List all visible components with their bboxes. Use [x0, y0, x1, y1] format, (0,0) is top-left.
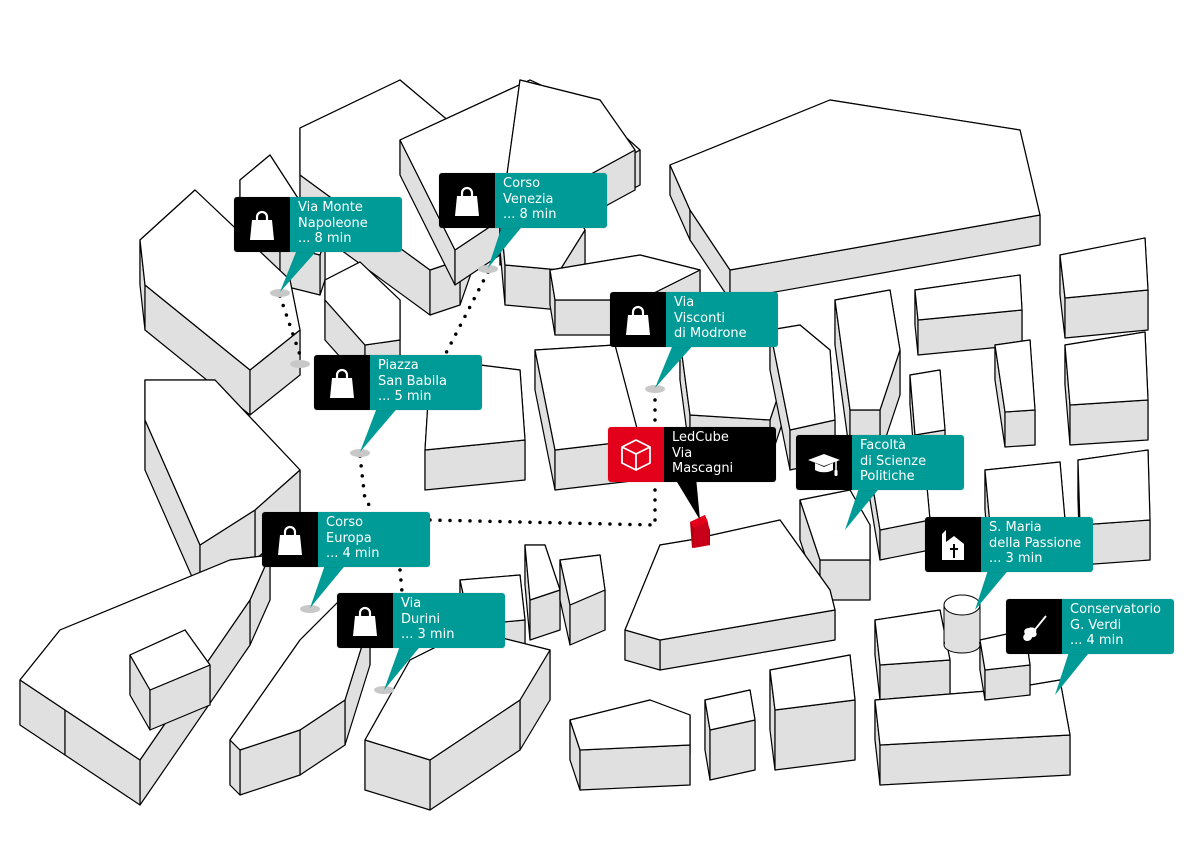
- walking-time: ... 3 min: [401, 627, 455, 642]
- building: [834, 289, 901, 456]
- violin-icon: [1006, 599, 1062, 654]
- walking-time: ... 8 min: [298, 231, 352, 246]
- place-name: Via Monte Napoleone: [298, 200, 368, 231]
- walking-time: ... 4 min: [326, 546, 380, 561]
- place-label-via-monte-napoleone[interactable]: Via Monte Napoleone ... 8 min: [234, 197, 402, 252]
- graduation-cap-icon: [796, 435, 852, 490]
- building: [524, 544, 561, 641]
- label-pointer: [310, 562, 348, 608]
- location-spot: [270, 289, 290, 297]
- shopping-bag-icon: [234, 197, 290, 252]
- building: [19, 554, 271, 806]
- location-spot: [350, 449, 370, 457]
- place-name: Via Visconti di Modrone: [674, 295, 747, 341]
- ledcube-building: [690, 515, 710, 548]
- building: [139, 189, 301, 416]
- label-pointer: [674, 477, 700, 520]
- building: [1059, 237, 1149, 339]
- walking-time: ... 3 min: [989, 551, 1043, 566]
- shopping-bag-icon: [262, 512, 318, 567]
- walking-route: [358, 454, 377, 514]
- place-name: LedCube Via Mascagni: [672, 430, 734, 476]
- location-spot: [478, 265, 498, 273]
- building: [994, 339, 1036, 448]
- label-pointer: [384, 643, 423, 690]
- building: [534, 344, 641, 491]
- walking-route: [278, 294, 302, 357]
- label-pointer: [1055, 649, 1092, 695]
- cube-icon: [608, 427, 664, 482]
- label-pointer: [360, 405, 400, 452]
- walking-time: ... 8 min: [503, 207, 557, 222]
- place-name: Via Durini: [401, 596, 441, 627]
- location-spot: [290, 360, 310, 368]
- building: [1064, 331, 1149, 446]
- place-name: Conservatorio G. Verdi: [1070, 602, 1162, 633]
- place-name: Facoltà di Scienze Politiche: [860, 438, 927, 484]
- place-label-corso-europa[interactable]: Corso Europa ... 4 min: [262, 512, 430, 567]
- walking-route: [398, 568, 404, 594]
- building: [704, 689, 756, 781]
- shopping-bag-icon: [314, 355, 370, 410]
- label-pointer: [488, 223, 525, 268]
- walking-time: ... 5 min: [378, 389, 432, 404]
- place-name: S. Maria della Passione: [989, 520, 1082, 551]
- place-label-s-maria-della-passione[interactable]: S. Maria della Passione ... 3 min: [925, 517, 1093, 572]
- place-label-corso-venezia[interactable]: Corso Venezia ... 8 min: [439, 173, 607, 228]
- church-icon: [925, 517, 981, 572]
- location-spot: [300, 605, 320, 613]
- building: [874, 609, 951, 701]
- place-name: Corso Venezia: [503, 176, 554, 207]
- label-pointer: [280, 247, 320, 292]
- building: [559, 554, 606, 646]
- shopping-bag-icon: [337, 593, 393, 648]
- building: [129, 629, 211, 731]
- place-name: Piazza San Babila: [378, 358, 447, 389]
- building: [669, 99, 1041, 301]
- location-spot: [645, 385, 665, 393]
- building: [624, 519, 836, 671]
- place-label-piazza-san-babila[interactable]: Piazza San Babila ... 5 min: [314, 355, 482, 410]
- building: [364, 629, 551, 811]
- building: [569, 699, 691, 791]
- label-pointer: [655, 342, 696, 388]
- shopping-bag-icon: [439, 173, 495, 228]
- place-label-via-durini[interactable]: Via Durini ... 3 min: [337, 593, 505, 648]
- church-tower: [943, 594, 981, 654]
- label-pointer: [845, 485, 882, 530]
- walking-time: ... 4 min: [1070, 633, 1124, 648]
- place-label-ledcube[interactable]: LedCube Via Mascagni: [608, 427, 776, 482]
- place-label-via-visconti-di-modrone[interactable]: Via Visconti di Modrone: [610, 292, 778, 347]
- building: [144, 379, 301, 596]
- building: [799, 489, 871, 601]
- building: [229, 599, 371, 796]
- building: [769, 654, 856, 771]
- place-name: Corso Europa: [326, 515, 372, 546]
- shopping-bag-icon: [610, 292, 666, 347]
- place-label-conservatorio-g-verdi[interactable]: Conservatorio G. Verdi ... 4 min: [1006, 599, 1174, 654]
- label-pointer: [975, 567, 1011, 610]
- place-label-facolta-scienze-politiche[interactable]: Facoltà di Scienze Politiche: [796, 435, 964, 490]
